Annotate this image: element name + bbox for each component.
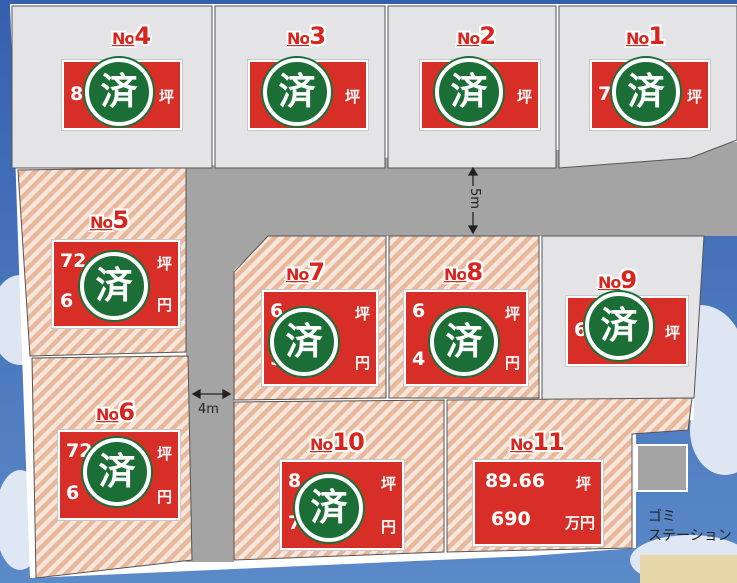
lot-1-area-unit: 坪: [686, 88, 702, 106]
lot-8-number-prefix: No: [444, 265, 467, 284]
lot-2-number-prefix: No: [457, 29, 480, 48]
road-width-4m: 4m: [198, 402, 219, 417]
lot-7-number: No7: [286, 258, 325, 286]
lot-4-sold-mark: 済: [85, 58, 153, 126]
lot-3-number: No3: [287, 22, 326, 50]
lot-7-number-value: 7: [308, 258, 325, 286]
road-width-5m: 5m: [467, 188, 482, 209]
lot-10-number: No10: [310, 428, 365, 456]
lot-4-number-value: 4: [134, 22, 151, 50]
lot-2-sold-mark: 済: [435, 58, 503, 126]
garbage-station-line1: ゴミ: [648, 509, 676, 525]
lot-4-area-unit: 坪: [158, 88, 174, 106]
lot-9-area-unit: 坪: [664, 324, 680, 342]
lot-9-sold-mark: 済: [585, 292, 653, 360]
garbage-station-line2: ステーション: [648, 528, 732, 544]
lot-1-area: 7: [598, 83, 612, 105]
lot-6-price: 6: [66, 482, 80, 504]
lot-2-number: No2: [457, 22, 496, 50]
lot-1-number-value: 1: [648, 22, 665, 50]
lot-10-area-unit: 坪: [380, 475, 396, 493]
lot-11-number-value: 11: [532, 428, 564, 456]
garbage-station-box: [636, 444, 688, 492]
lot-10-number-value: 10: [332, 428, 364, 456]
road-main: [155, 142, 737, 560]
lot-5-price-unit: 円: [156, 296, 172, 314]
garbage-station-label: ゴミ ステーション: [648, 508, 732, 546]
lot-8-price-unit: 円: [504, 354, 520, 372]
lot-6-number-prefix: No: [96, 405, 119, 424]
lot-5-sold-mark: 済: [80, 252, 148, 320]
lot-5-area: 72: [60, 250, 87, 272]
lot-11-price-box[interactable]: 89.66 坪 690 万円: [473, 460, 603, 546]
lot-8-price: 4: [412, 348, 426, 370]
lot-6-area-unit: 坪: [156, 445, 172, 463]
sand-strip: [640, 555, 737, 583]
lot-11-price-unit: 万円: [564, 514, 595, 532]
lot-2-number-value: 2: [479, 22, 496, 50]
lot-7-sold-mark: 済: [270, 308, 338, 376]
lot-7-number-prefix: No: [286, 265, 309, 284]
lot-11-price: 690: [491, 508, 531, 530]
lot-7-area-unit: 坪: [354, 305, 370, 323]
lot-11-number-prefix: No: [510, 435, 533, 454]
lot-8-number-value: 8: [466, 258, 483, 286]
lot-8-area: 6: [412, 300, 426, 322]
lot-1-number: No1: [626, 22, 665, 50]
lot-1-number-prefix: No: [626, 29, 649, 48]
lot-4-area: 8: [70, 83, 84, 105]
lot-6-price-unit: 円: [156, 488, 172, 506]
lot-11-number: No11: [510, 428, 565, 456]
lot-7-price-unit: 円: [354, 354, 370, 372]
lot-11-area: 89.66: [485, 470, 546, 492]
dimension-4m: [191, 388, 232, 400]
dimension-5m: [467, 166, 479, 235]
lot-9-area: 6: [574, 319, 588, 341]
lot-5-number: No5: [90, 206, 129, 234]
lot-8-sold-mark: 済: [430, 308, 498, 376]
lot-3-number-prefix: No: [287, 29, 310, 48]
lot-5-price: 6: [60, 290, 74, 312]
lot-10-sold-mark: 済: [295, 474, 363, 542]
lot-6-number-value: 6: [118, 398, 135, 426]
lot-2-area-unit: 坪: [516, 88, 532, 106]
road-side: [186, 236, 234, 562]
lot-8-number: No8: [444, 258, 483, 286]
lot-10-number-prefix: No: [310, 435, 333, 454]
lot-9-number-value: 9: [620, 266, 637, 294]
lot-8-area-unit: 坪: [504, 305, 520, 323]
lot-3-sold-mark: 済: [263, 58, 331, 126]
lot-9-number-prefix: No: [598, 273, 621, 292]
lot-4-number: No4: [112, 22, 151, 50]
lot-5-number-value: 5: [112, 206, 129, 234]
lot-4-number-prefix: No: [112, 29, 135, 48]
lot-9-number: No9: [598, 266, 637, 294]
lot-10-area: 8: [288, 470, 302, 492]
lot-11-area-unit: 坪: [575, 475, 591, 493]
lot-5-number-prefix: No: [90, 213, 113, 232]
lot-3-number-value: 3: [309, 22, 326, 50]
lot-6-sold-mark: 済: [83, 438, 151, 506]
lot-5-area-unit: 坪: [156, 255, 172, 273]
lot-3-area-unit: 坪: [344, 88, 360, 106]
lot-6-number: No6: [96, 398, 135, 426]
lot-1-sold-mark: 済: [612, 58, 680, 126]
lot-10-price-unit: 円: [380, 518, 396, 536]
